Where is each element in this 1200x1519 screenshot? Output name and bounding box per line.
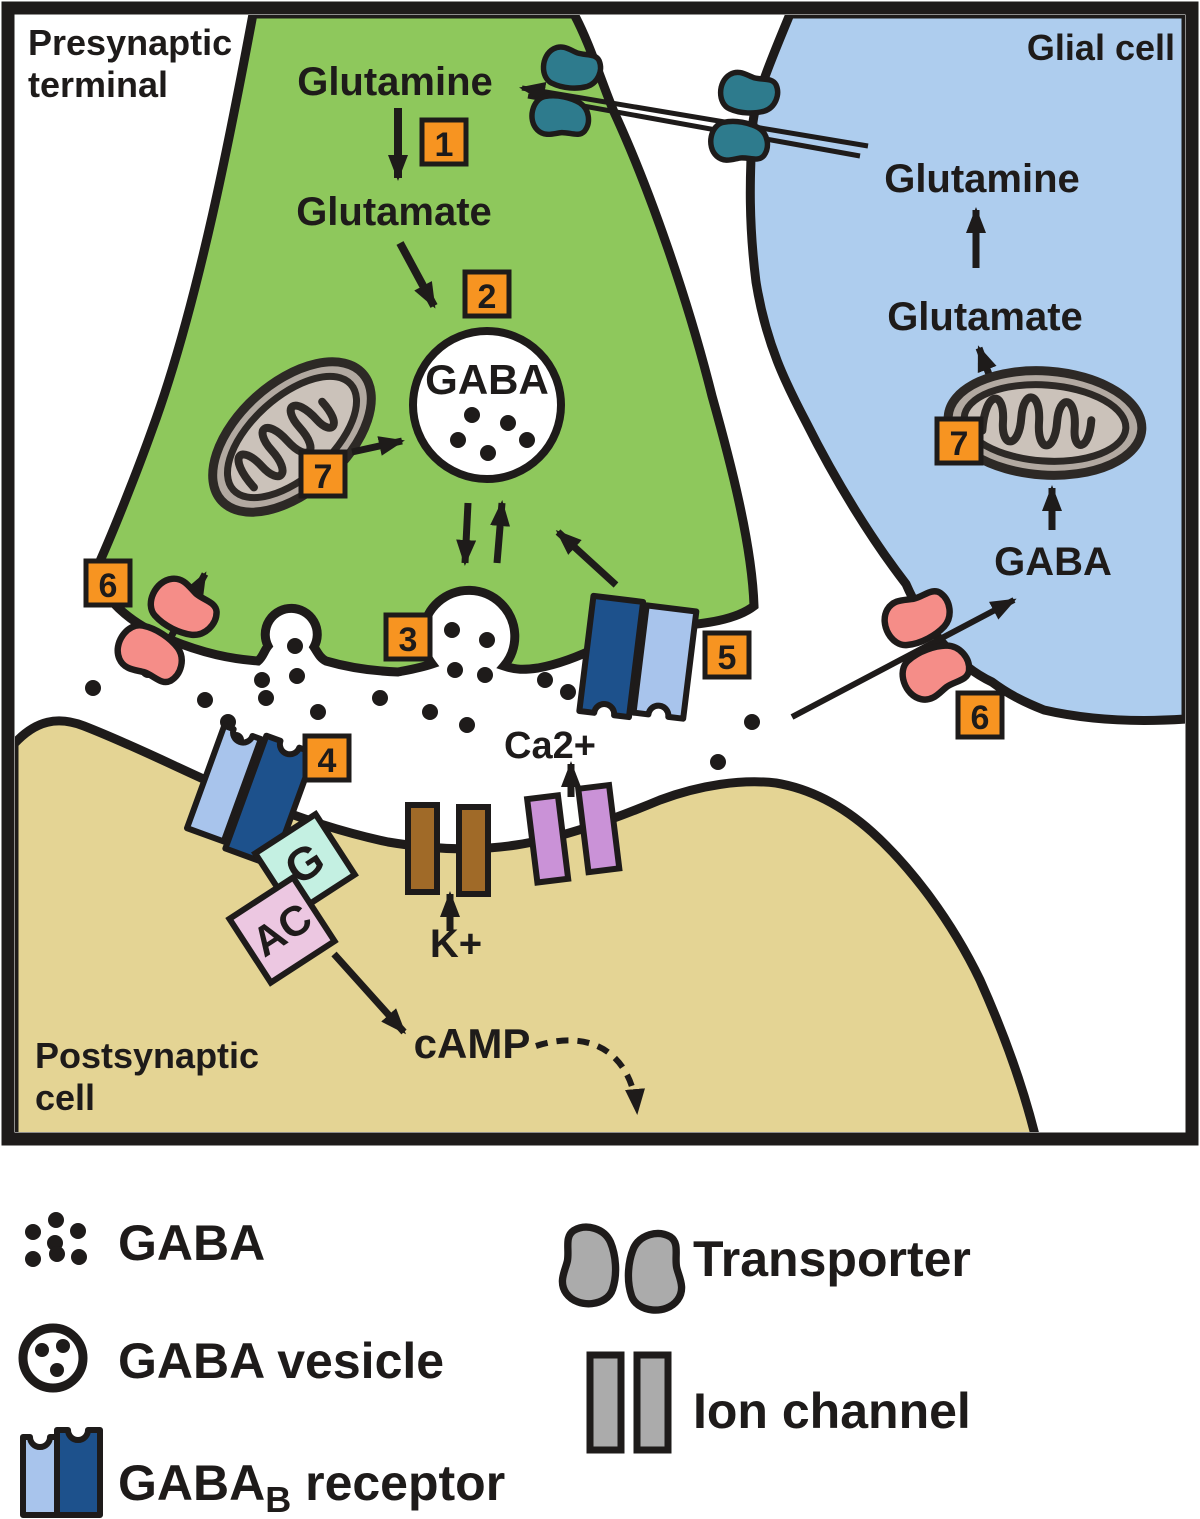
glutamine-presynaptic-label: Glutamine: [297, 60, 493, 104]
arrow-vesicle-up: [490, 500, 511, 564]
presynaptic-label-line1: Presynaptic: [28, 22, 232, 63]
glutamate-presynaptic-label: Glutamate: [296, 190, 492, 234]
svg-text:3: 3: [399, 621, 418, 659]
postsynaptic-label-line1: Postsynaptic: [35, 1035, 259, 1076]
svg-text:6: 6: [99, 567, 118, 605]
legend-ion-channel-icon: [586, 1351, 672, 1454]
step-badge-1: 1: [419, 117, 469, 167]
potassium-label: K+: [430, 922, 482, 966]
camp-dashed-arrow: [535, 1037, 645, 1115]
diagram-frame: [1, 1, 1199, 1146]
step-badge-5: 5: [702, 630, 752, 680]
gaba-dots-in-vesicle: [450, 407, 535, 461]
step-badge-6-glial: 6: [955, 690, 1005, 740]
legend-gaba-vesicle-label: GABA vesicle: [118, 1333, 444, 1389]
svg-text:2: 2: [478, 278, 497, 316]
legend-gabab-receptor-label: GABAB receptor: [118, 1455, 505, 1519]
arrow-mito-to-vesicle: [351, 436, 405, 456]
presynaptic-label-line2: terminal: [28, 64, 168, 105]
adenylyl-cyclase-box: AC: [225, 873, 339, 987]
svg-text:6: 6: [971, 699, 990, 737]
calcium-channel: [523, 781, 623, 886]
postsynaptic-label-line2: cell: [35, 1077, 95, 1118]
legend-gaba-dots-icon: [25, 1212, 87, 1267]
legend-gabab-receptor-icon: [20, 1427, 103, 1518]
svg-text:1: 1: [435, 126, 454, 164]
arrow-ac-to-camp: [331, 951, 407, 1035]
step-badge-7-presynaptic: 7: [298, 449, 348, 499]
potassium-channel: [405, 802, 491, 897]
camp-label: cAMP: [414, 1020, 531, 1067]
svg-text:7: 7: [314, 458, 333, 496]
arrow-glutamine-shuttle: [519, 81, 869, 149]
gabab-receptor-postsynaptic: [183, 722, 318, 869]
legend-gaba-label: GABA: [118, 1215, 265, 1271]
glial-label: Glial cell: [1027, 27, 1175, 68]
mitochondrion-glial: [943, 366, 1147, 480]
step-badge-6-presynaptic: 6: [83, 558, 133, 608]
arrow-glutamate-to-gaba: [396, 241, 438, 309]
arrow-reuptake-to-vesicle: [555, 529, 619, 588]
gaba-vesicle-label: GABA: [425, 356, 549, 403]
legend-ion-channel-label: Ion channel: [693, 1383, 971, 1439]
svg-text:7: 7: [950, 425, 969, 463]
step-badge-3: 3: [383, 612, 433, 662]
legend-gaba-vesicle-icon: [18, 1323, 88, 1393]
glutamate-glial-label: Glutamate: [887, 295, 1083, 339]
glutamine-glial-label: Glutamine: [884, 157, 1080, 201]
step-badge-4: 4: [302, 733, 352, 783]
arrow-vesicle-down: [456, 502, 477, 566]
svg-text:4: 4: [318, 742, 337, 780]
gabab-receptor-presynaptic: [576, 592, 700, 722]
legend: GABA GABA vesicle GABAB receptor Transpo…: [18, 1212, 971, 1519]
gaba-glial-label: GABA: [994, 540, 1112, 584]
legend-transporter-label: Transporter: [693, 1231, 971, 1287]
step-badge-2: 2: [462, 269, 512, 319]
calcium-label: Ca2+: [504, 725, 596, 767]
svg-text:5: 5: [718, 639, 737, 677]
step-badge-7-glial: 7: [934, 416, 984, 466]
arrow-gaba-uptake-glial: [790, 597, 1017, 720]
